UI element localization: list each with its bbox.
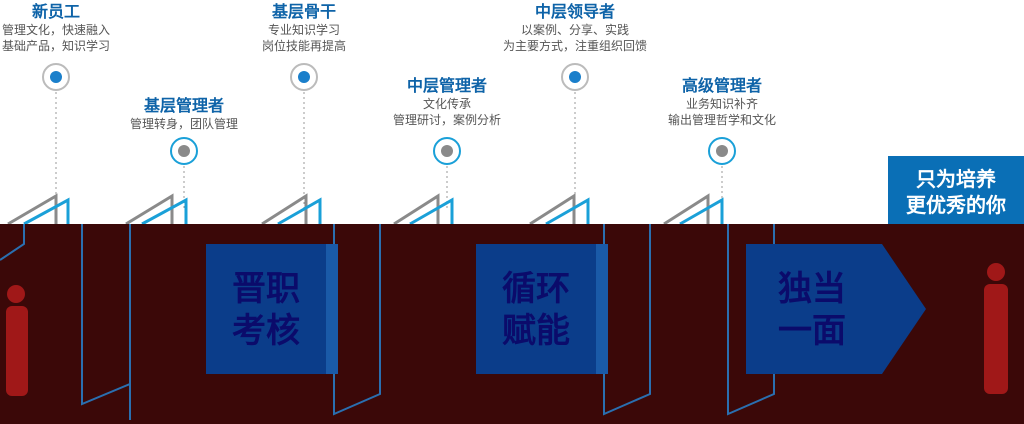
node-5 <box>561 63 589 91</box>
milestone-desc: 为主要方式，注重组织回馈 <box>502 39 647 53</box>
milestone-title: 高级管理者 <box>681 76 762 95</box>
block-independent-arrow <box>746 244 926 374</box>
milestone-desc: 管理研讨，案例分析 <box>392 113 501 127</box>
milestone-junior-manager: 基层管理者 管理转身，团队管理 <box>120 96 248 132</box>
milestone-title: 基层骨干 <box>271 2 336 21</box>
band-graphics <box>0 224 1008 420</box>
block-promotion-text: 晋职 考核 <box>206 268 326 352</box>
milestone-title: 中层领导者 <box>534 2 615 21</box>
milestone-senior-manager: 高级管理者 业务知识补齐 输出管理哲学和文化 <box>662 76 782 128</box>
slogan-line-2: 更优秀的你 <box>906 193 1006 217</box>
block-empowerment-text: 循环 赋能 <box>476 268 596 352</box>
block-empowerment <box>476 244 596 374</box>
milestone-middle-manager: 中层管理者 文化传承 管理研讨，案例分析 <box>384 76 510 128</box>
block-empowerment-edge <box>596 244 608 374</box>
milestone-desc: 管理转身，团队管理 <box>129 117 238 131</box>
person-figure-left <box>6 285 28 396</box>
progress-band: 晋职 考核 循环 赋能 独当 一面 <box>0 224 1024 424</box>
milestone-desc: 文化传承 <box>422 97 471 111</box>
block-label: 独当 <box>778 269 846 309</box>
milestone-desc: 输出管理哲学和文化 <box>667 113 776 127</box>
milestone-desc: 管理文化，快速融入 <box>1 23 110 37</box>
milestone-desc: 基础产品，知识学习 <box>1 39 110 53</box>
milestone-desc: 岗位技能再提高 <box>261 39 346 53</box>
milestone-title: 新员工 <box>31 2 80 21</box>
block-promotion-edge <box>326 244 338 374</box>
block-promotion <box>206 244 326 374</box>
milestone-desc: 以案例、分享、实践 <box>520 23 629 37</box>
doorway-shapes <box>7 193 724 226</box>
slogan-callout: 只为培养 更优秀的你 <box>888 156 1024 224</box>
milestone-key-staff: 基层骨干 专业知识学习 岗位技能再提高 <box>246 2 362 54</box>
block-label: 赋能 <box>502 311 570 351</box>
slogan-line-1: 只为培养 <box>916 167 996 191</box>
milestone-desc: 业务知识补齐 <box>685 97 758 111</box>
person-figure-right <box>984 263 1008 394</box>
block-independent-text: 独当 一面 <box>752 268 872 352</box>
block-label: 一面 <box>778 311 846 351</box>
block-label: 晋职 <box>232 269 300 309</box>
milestone-title: 中层管理者 <box>406 76 487 95</box>
node-6 <box>708 137 736 165</box>
band-door-lines <box>0 224 775 420</box>
node-4 <box>433 137 461 165</box>
milestone-desc: 专业知识学习 <box>267 23 340 37</box>
node-1 <box>42 63 70 91</box>
node-2 <box>170 137 198 165</box>
milestone-middle-leader: 中层领导者 以案例、分享、实践 为主要方式，注重组织回馈 <box>500 2 650 54</box>
node-3 <box>290 63 318 91</box>
milestone-title: 基层管理者 <box>143 96 224 115</box>
block-label: 考核 <box>232 311 300 351</box>
milestone-new-employee: 新员工 管理文化，快速融入 基础产品，知识学习 <box>0 2 112 54</box>
block-label: 循环 <box>502 269 570 309</box>
